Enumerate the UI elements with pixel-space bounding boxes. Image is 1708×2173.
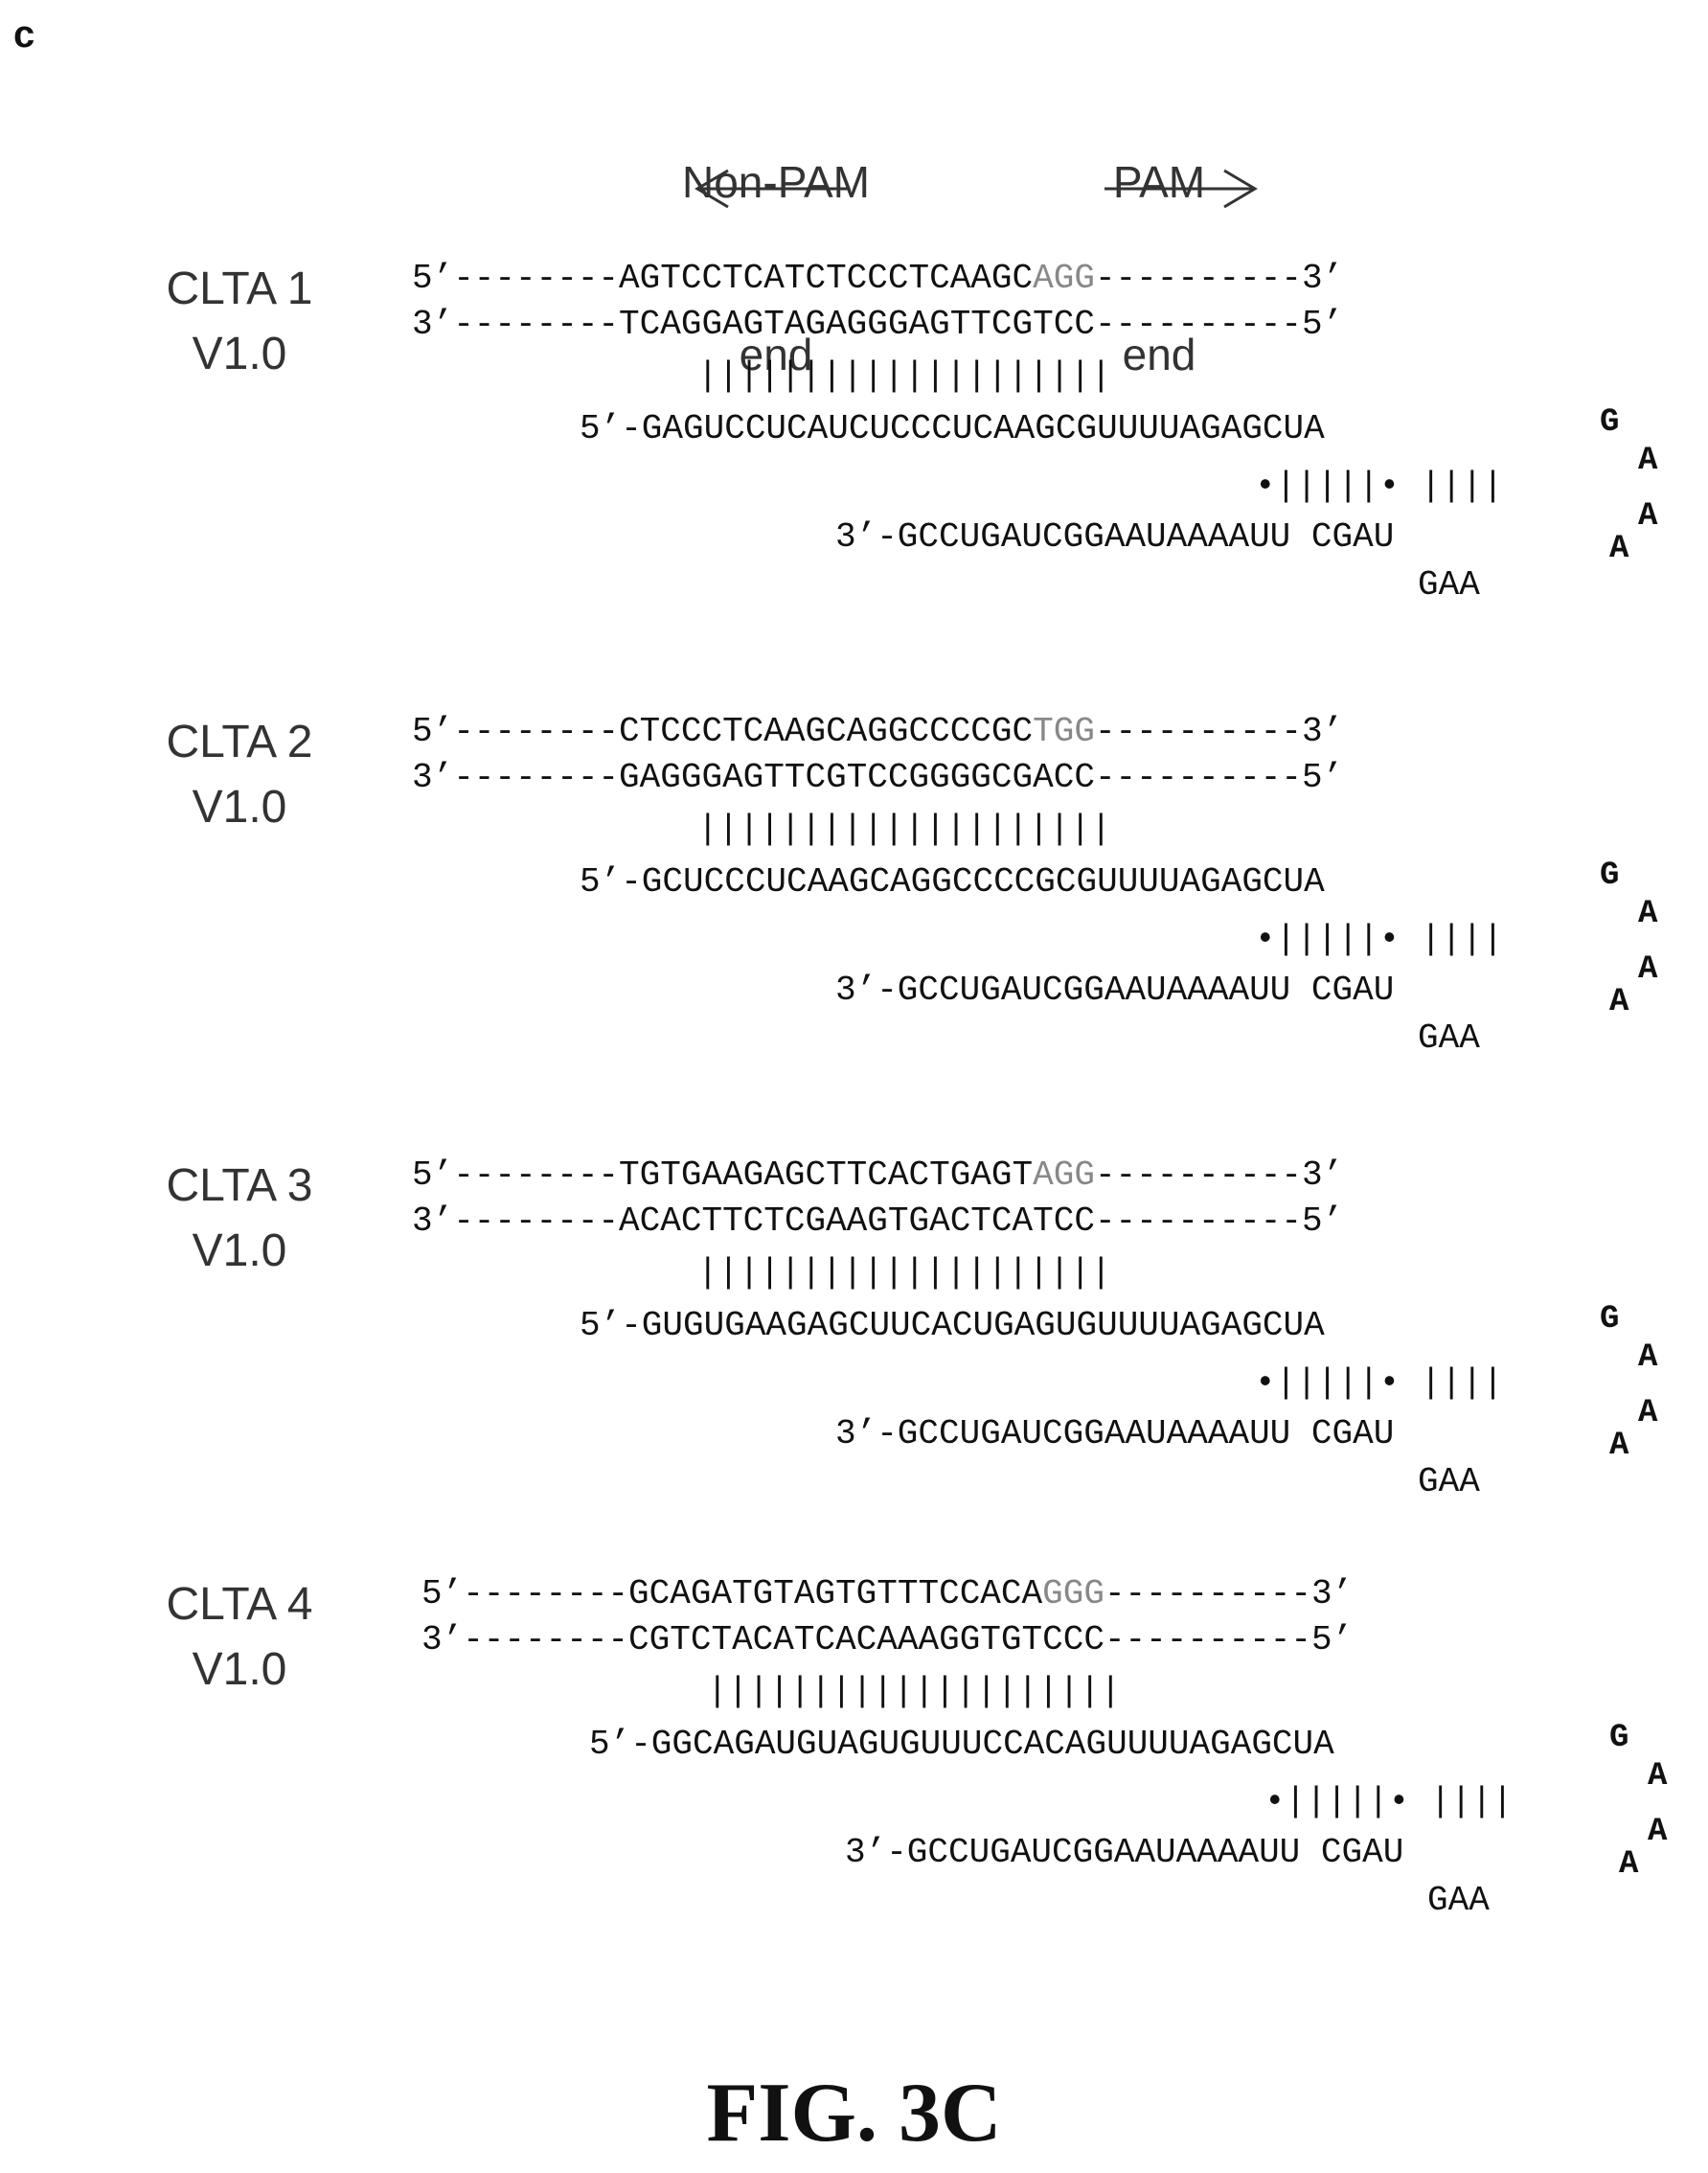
strand-end: 3’-------- bbox=[412, 1201, 619, 1241]
tetraloop-base: A bbox=[1609, 984, 1628, 1020]
construct-version: V1.0 bbox=[125, 775, 354, 840]
construct-name: CLTA 2 bbox=[125, 710, 354, 775]
target-sequence: AGTCCTCATCTCCCTCAAGC bbox=[619, 259, 1033, 298]
pam-sequence: AGG bbox=[1033, 1155, 1095, 1195]
strand-end: ----------5’ bbox=[1095, 305, 1343, 344]
target-sequence: GCAGATGTAGTGTTTCCACA bbox=[628, 1574, 1042, 1613]
strand-end: ----------3’ bbox=[1095, 712, 1343, 751]
dna-top-strand: 5’--------CTCCCTCAAGCAGGCCCCGCTGG-------… bbox=[412, 712, 1343, 751]
tetraloop-base: A bbox=[1648, 1758, 1667, 1795]
dna-bottom-strand: 3’--------ACACTTCTCGAAGTGACTCATCC-------… bbox=[412, 1201, 1343, 1241]
target-sequence: CTCCCTCAAGCAGGCCCCGC bbox=[619, 712, 1033, 751]
complementary-sequence: CGTCTACATCACAAAGGTGTCCC bbox=[628, 1620, 1105, 1659]
construct-version: V1.0 bbox=[125, 1637, 354, 1703]
tetraloop-base: A bbox=[1609, 1428, 1628, 1464]
strand-end: 5’-------- bbox=[412, 1155, 619, 1195]
complementary-sequence: ACACTTCTCGAAGTGACTCATCC bbox=[619, 1201, 1095, 1241]
tetraloop-base: G bbox=[1600, 1301, 1619, 1338]
base-pairing-bars: |||||||||||||||||||| bbox=[697, 1253, 1111, 1292]
guide-rna-3prime: 3’-GCCUGAUCGGAAUAAAAUU CGAU bbox=[845, 1833, 1403, 1872]
stem-pairing-marks: •|||||• |||| bbox=[1255, 920, 1503, 959]
base-pairing-bars: |||||||||||||||||||| bbox=[697, 810, 1111, 849]
construct-label: CLTA 2V1.0 bbox=[125, 710, 354, 840]
construct-label: CLTA 4V1.0 bbox=[125, 1572, 354, 1703]
strand-end: ----------3’ bbox=[1095, 259, 1343, 298]
dna-bottom-strand: 3’--------GAGGGAGTTCGTCCGGGGCGACC-------… bbox=[412, 758, 1343, 797]
dna-top-strand: 5’--------TGTGAAGAGCTTCACTGAGTAGG-------… bbox=[412, 1155, 1343, 1195]
dna-top-strand: 5’--------GCAGATGTAGTGTTTCCACAGGG-------… bbox=[421, 1574, 1353, 1613]
guide-rna-5prime: 5’-GCUCCCUCAAGCAGGCCCCGCGUUUUAGAGCUA bbox=[580, 862, 1325, 902]
base-pairing-bars: |||||||||||||||||||| bbox=[707, 1672, 1121, 1711]
construct-name: CLTA 3 bbox=[125, 1154, 354, 1219]
strand-end: 5’-------- bbox=[412, 259, 619, 298]
figure-title: FIG. 3C bbox=[0, 2065, 1708, 2162]
guide-rna-5prime: 5’-GGCAGAUGUAGUGUUUCCACAGUUUUAGAGCUA bbox=[589, 1725, 1334, 1764]
strand-end: ----------3’ bbox=[1105, 1574, 1353, 1613]
tetraloop-base: G bbox=[1600, 858, 1619, 894]
pam-sequence: AGG bbox=[1033, 259, 1095, 298]
strand-end: 3’-------- bbox=[421, 1620, 628, 1659]
stem-pairing-marks: •|||||• |||| bbox=[1255, 467, 1503, 506]
strand-end: ----------3’ bbox=[1095, 1155, 1343, 1195]
pam-sequence: TGG bbox=[1033, 712, 1095, 751]
tetraloop-base: A bbox=[1638, 1339, 1657, 1376]
stem-pairing-marks: •|||||• |||| bbox=[1255, 1363, 1503, 1403]
guide-rna-3prime: 3’-GCCUGAUCGGAAUAAAAUU CGAU bbox=[835, 971, 1394, 1010]
construct-label: CLTA 1V1.0 bbox=[125, 257, 354, 387]
strand-end: 5’-------- bbox=[421, 1574, 628, 1613]
bulge-sequence: GAA bbox=[1418, 1462, 1480, 1501]
construct-version: V1.0 bbox=[125, 1219, 354, 1284]
tetraloop-base: A bbox=[1638, 896, 1657, 932]
guide-rna-5prime: 5’-GAGUCCUCAUCUCCCUCAAGCGUUUUAGAGCUA bbox=[580, 409, 1325, 448]
target-sequence: TGTGAAGAGCTTCACTGAGT bbox=[619, 1155, 1033, 1195]
construct-version: V1.0 bbox=[125, 322, 354, 387]
tetraloop-base: A bbox=[1609, 531, 1628, 567]
guide-rna-3prime: 3’-GCCUGAUCGGAAUAAAAUU CGAU bbox=[835, 517, 1394, 557]
strand-end: ----------5’ bbox=[1095, 758, 1343, 797]
tetraloop-base: A bbox=[1638, 498, 1657, 535]
pam-sequence: GGG bbox=[1042, 1574, 1105, 1613]
complementary-sequence: TCAGGAGTAGAGGGAGTTCGTCC bbox=[619, 305, 1095, 344]
strand-end: ----------5’ bbox=[1095, 1201, 1343, 1241]
bulge-sequence: GAA bbox=[1427, 1881, 1490, 1920]
left-arrow-icon bbox=[690, 165, 853, 213]
tetraloop-base: A bbox=[1638, 443, 1657, 479]
tetraloop-base: G bbox=[1600, 404, 1619, 441]
bulge-sequence: GAA bbox=[1418, 1018, 1480, 1058]
strand-end: 3’-------- bbox=[412, 758, 619, 797]
tetraloop-base: G bbox=[1609, 1720, 1628, 1756]
tetraloop-base: A bbox=[1638, 951, 1657, 988]
construct-label: CLTA 3V1.0 bbox=[125, 1154, 354, 1284]
complementary-sequence: GAGGGAGTTCGTCCGGGGCGACC bbox=[619, 758, 1095, 797]
strand-end: 3’-------- bbox=[412, 305, 619, 344]
strand-end: ----------5’ bbox=[1105, 1620, 1353, 1659]
guide-rna-3prime: 3’-GCCUGAUCGGAAUAAAAUU CGAU bbox=[835, 1414, 1394, 1453]
strand-end: 5’-------- bbox=[412, 712, 619, 751]
dna-bottom-strand: 3’--------TCAGGAGTAGAGGGAGTTCGTCC-------… bbox=[412, 305, 1343, 344]
right-arrow-icon bbox=[1100, 165, 1263, 213]
panel-letter: c bbox=[13, 13, 34, 57]
construct-name: CLTA 1 bbox=[125, 257, 354, 322]
tetraloop-base: A bbox=[1619, 1846, 1638, 1883]
bulge-sequence: GAA bbox=[1418, 565, 1480, 605]
tetraloop-base: A bbox=[1638, 1395, 1657, 1431]
base-pairing-bars: |||||||||||||||||||| bbox=[697, 356, 1111, 396]
construct-name: CLTA 4 bbox=[125, 1572, 354, 1637]
guide-rna-5prime: 5’-GUGUGAAGAGCUUCACUGAGUGUUUUAGAGCUA bbox=[580, 1306, 1325, 1345]
tetraloop-base: A bbox=[1648, 1814, 1667, 1850]
dna-bottom-strand: 3’--------CGTCTACATCACAAAGGTGTCCC-------… bbox=[421, 1620, 1353, 1659]
dna-top-strand: 5’--------AGTCCTCATCTCCCTCAAGCAGG-------… bbox=[412, 259, 1343, 298]
stem-pairing-marks: •|||||• |||| bbox=[1264, 1782, 1513, 1821]
